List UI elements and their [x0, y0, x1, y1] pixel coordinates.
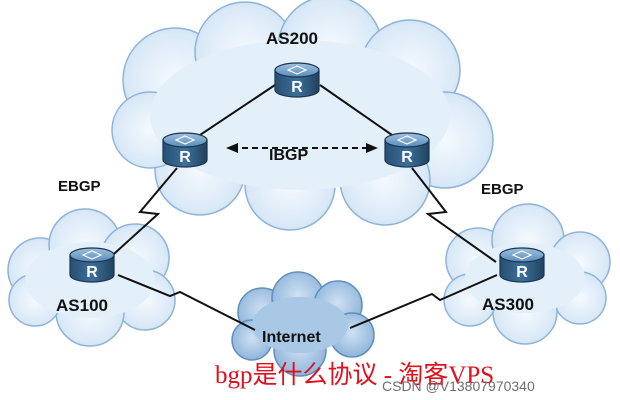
router-as300[interactable]: R — [499, 247, 545, 283]
page-caption: bgp是什么协议 - 淘客VPS — [215, 362, 495, 389]
ibgp-link-top-left — [199, 84, 276, 136]
router-glyph: R — [516, 264, 528, 281]
internet-label: Internet — [262, 329, 321, 346]
router-as200-top[interactable]: R — [274, 62, 320, 98]
router-as200-right[interactable]: R — [384, 132, 430, 168]
csdn-watermark: CSDN @V13807970340 — [382, 378, 535, 394]
router-glyph: R — [291, 79, 303, 96]
as100-internet-link — [117, 274, 256, 331]
ebgp-serial-link-left — [104, 167, 178, 263]
ibgp-link-top-right — [319, 84, 393, 136]
router-glyph: R — [86, 264, 98, 281]
router-glyph: R — [179, 149, 191, 166]
ebgp-right-label: EBGP — [481, 181, 524, 198]
as300-label: AS300 — [482, 295, 534, 314]
internet-cloud — [231, 271, 375, 377]
ebgp-serial-link-right — [411, 167, 497, 263]
as200-label: AS200 — [266, 29, 318, 48]
router-as200-left[interactable]: R — [162, 132, 208, 168]
as300-internet-link — [349, 274, 498, 329]
ibgp-arrow-left — [226, 143, 238, 153]
ibgp-label: IBGP — [269, 147, 309, 164]
as100-label: AS100 — [56, 296, 108, 315]
router-glyph: R — [401, 149, 413, 166]
router-as100[interactable]: R — [69, 247, 115, 283]
ibgp-arrow-right — [366, 143, 378, 153]
ebgp-left-label: EBGP — [58, 178, 101, 195]
